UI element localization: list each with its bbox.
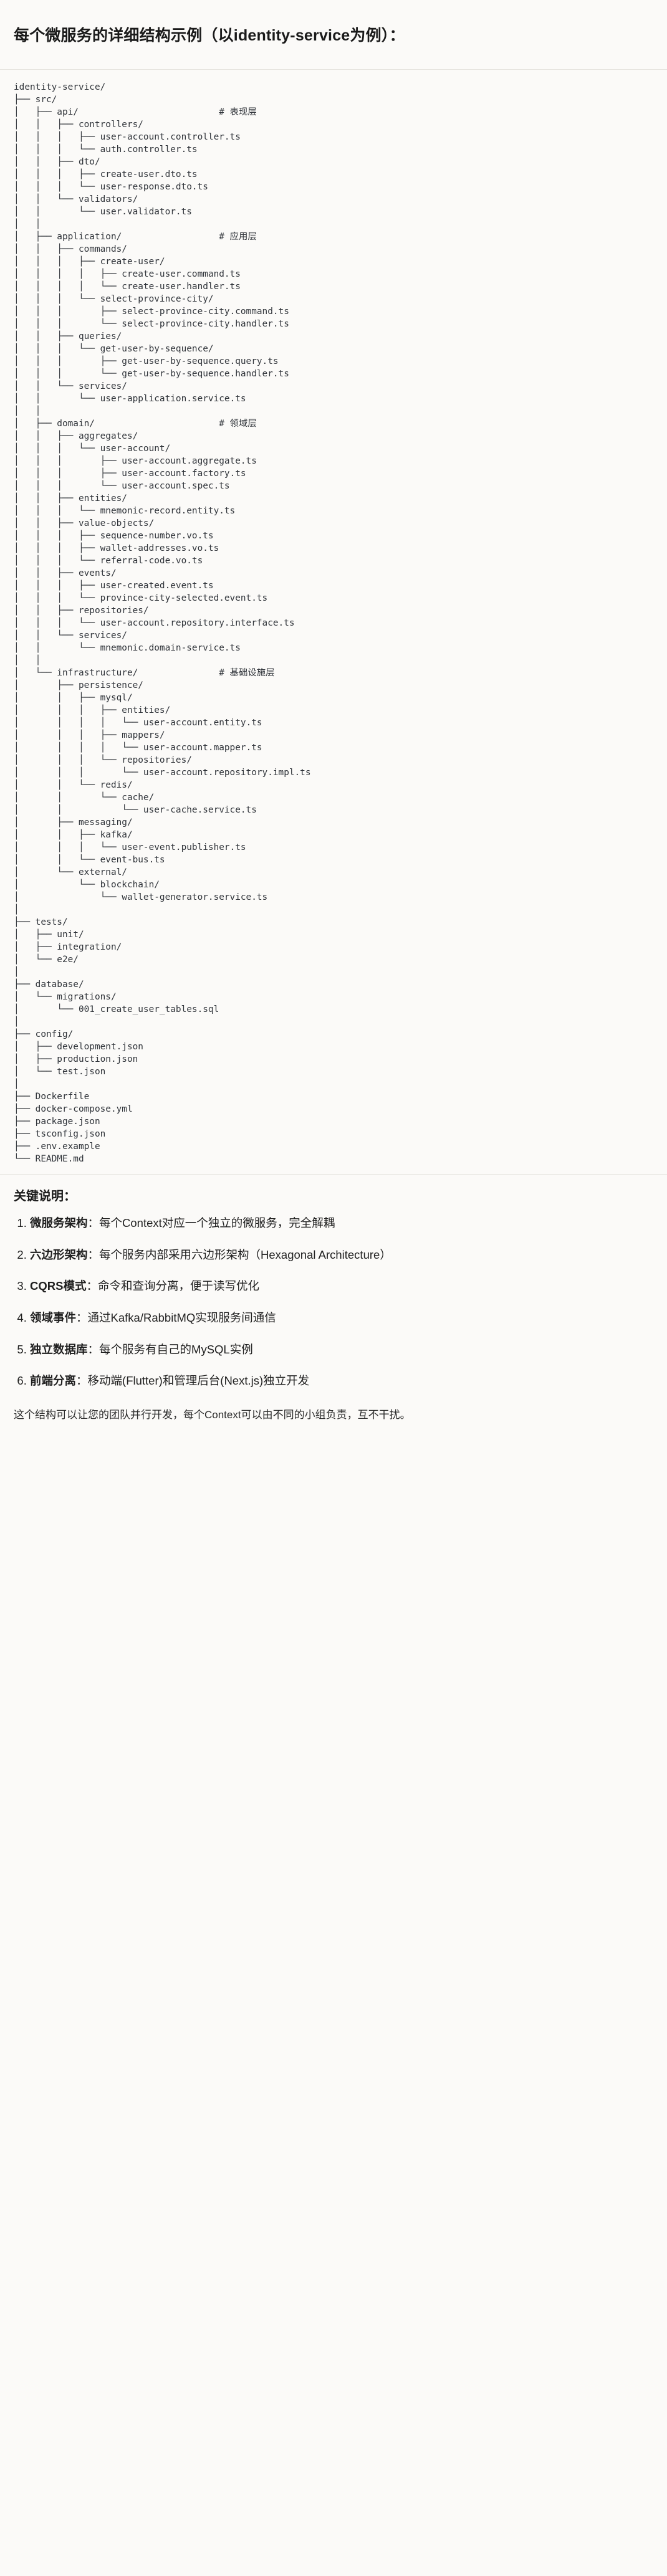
key-separator: ： <box>76 1311 88 1325</box>
list-item: 微服务架构：每个Context对应一个独立的微服务，完全解耦 <box>30 1214 653 1233</box>
key-points-title: 关键说明： <box>14 1190 76 1203</box>
tree-divider <box>0 1174 667 1175</box>
list-item: 领域事件：通过Kafka/RabbitMQ实现服务间通信 <box>30 1309 653 1327</box>
key-term: 独立数据库 <box>30 1342 88 1356</box>
directory-tree-block: identity-service/ ├── src/ │ ├── api/ # … <box>0 70 667 1174</box>
directory-tree: identity-service/ ├── src/ │ ├── api/ # … <box>14 82 311 1164</box>
key-description: 通过Kafka/RabbitMQ实现服务间通信 <box>87 1311 276 1325</box>
key-description: 移动端(Flutter)和管理后台(Next.js)独立开发 <box>87 1374 310 1388</box>
title-divider <box>0 69 667 70</box>
key-term: 微服务架构 <box>30 1216 88 1229</box>
key-term: CQRS模式 <box>30 1279 87 1293</box>
list-item: 六边形架构：每个服务内部采用六边形架构（Hexagonal Architectu… <box>30 1246 653 1264</box>
key-separator: ： <box>87 1247 100 1261</box>
list-item: 前端分离：移动端(Flutter)和管理后台(Next.js)独立开发 <box>30 1372 653 1390</box>
key-separator: ： <box>87 1342 100 1356</box>
key-description: 命令和查询分离，便于读写优化 <box>97 1279 259 1293</box>
key-separator: ： <box>86 1279 98 1293</box>
list-item: CQRS模式：命令和查询分离，便于读写优化 <box>30 1277 653 1295</box>
key-separator: ： <box>87 1216 100 1229</box>
key-points-section: 关键说明： 微服务架构：每个Context对应一个独立的微服务，完全解耦 六边形… <box>0 1175 667 1449</box>
key-description: 每个服务内部采用六边形架构（Hexagonal Architecture） <box>99 1247 391 1261</box>
key-points-list: 微服务架构：每个Context对应一个独立的微服务，完全解耦 六边形架构：每个服… <box>14 1214 653 1390</box>
page-title: 每个微服务的详细结构示例（以identity-service为例）： <box>14 26 405 44</box>
key-description: 每个Context对应一个独立的微服务，完全解耦 <box>99 1216 335 1229</box>
key-term: 领域事件 <box>30 1311 77 1325</box>
key-separator: ： <box>76 1374 88 1388</box>
closing-paragraph: 这个结构可以让您的团队并行开发，每个Context可以由不同的小组负责，互不干扰… <box>14 1409 411 1421</box>
key-term: 前端分离 <box>30 1374 77 1388</box>
key-term: 六边形架构 <box>30 1247 88 1261</box>
page-root: 每个微服务的详细结构示例（以identity-service为例）： ident… <box>0 10 667 2576</box>
list-item: 独立数据库：每个服务有自己的MySQL实例 <box>30 1341 653 1359</box>
key-description: 每个服务有自己的MySQL实例 <box>99 1342 253 1356</box>
